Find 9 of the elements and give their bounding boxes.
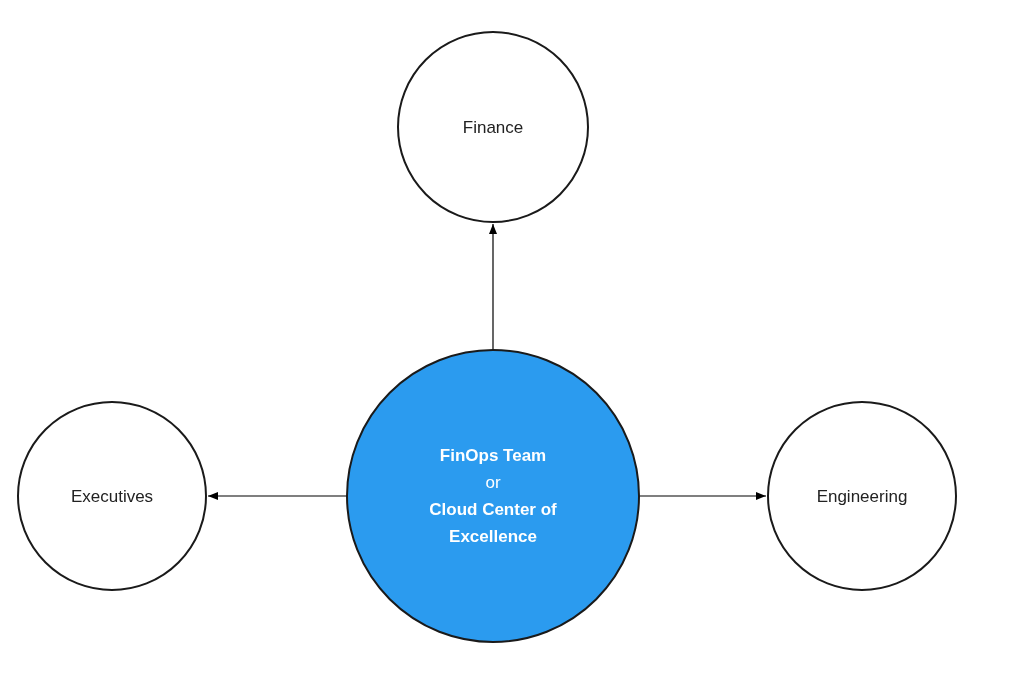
- arrow: [489, 223, 497, 350]
- node-label: Cloud Center of Excellence: [428, 499, 558, 548]
- node-label: Executives: [70, 485, 154, 508]
- node-label: FinOps Team: [439, 445, 547, 467]
- node-label: or: [485, 472, 501, 494]
- arrow: [207, 492, 347, 500]
- arrow: [639, 492, 767, 500]
- node-label: Engineering: [816, 485, 908, 508]
- node-label: Finance: [462, 116, 524, 139]
